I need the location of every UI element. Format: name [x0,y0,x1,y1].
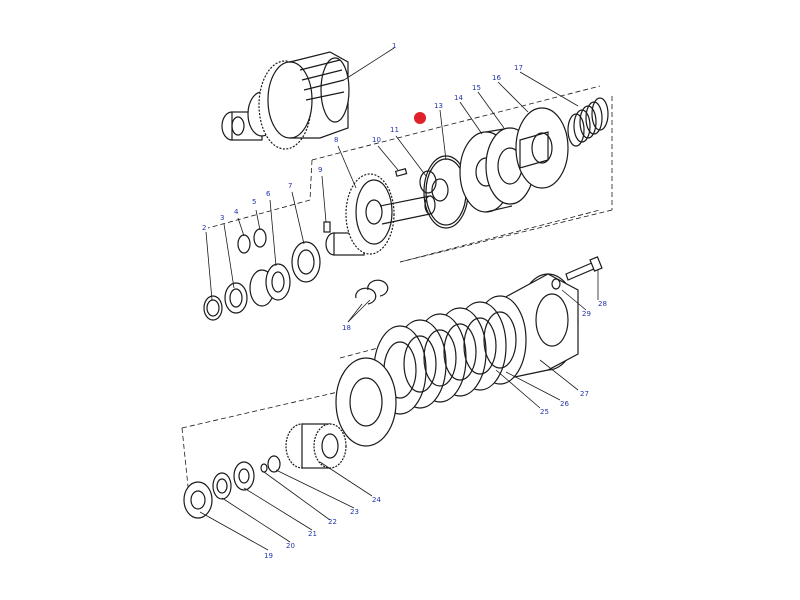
label-part-2: 2 [202,224,206,232]
part-4-ring [237,234,251,254]
part-23-disc [267,455,281,473]
part-20-washer [212,472,232,500]
label-part-29: 29 [582,310,591,318]
label-part-22: 22 [328,518,337,526]
part-28-bolt [565,256,603,281]
label-part-4: 4 [234,208,239,216]
highlight-marker [414,112,426,124]
part-7-bearing [291,241,321,283]
label-part-1: 1 [392,42,396,50]
label-part-6: 6 [266,190,271,198]
label-part-10: 10 [372,136,381,144]
part-21-bearing [233,461,255,491]
part-8-gear-shaft [325,173,436,256]
label-part-14: 14 [454,94,463,102]
part-17-spring [567,97,609,147]
part-10-key [394,168,408,177]
part-labels: 1 2 3 4 5 6 7 8 9 10 11 13 14 15 16 17 1… [202,42,607,560]
label-part-15: 15 [472,84,481,92]
part-9-pin [323,221,331,233]
label-part-21: 21 [308,530,317,538]
label-part-8: 8 [334,136,338,144]
leader-lines [199,47,599,551]
part-1-gear-assembly [221,51,350,150]
part-24-splined-hub [285,423,347,469]
label-part-19: 19 [264,552,273,560]
label-part-28: 28 [598,300,607,308]
part-22-pin [260,463,268,473]
label-part-11: 11 [390,126,399,134]
part-2-snap-ring [203,295,223,321]
part-18-circlips [355,279,389,305]
label-part-3: 3 [220,214,224,222]
label-part-23: 23 [350,508,359,516]
label-part-27: 27 [580,390,589,398]
part-29-washer [551,278,561,290]
part-6-bearing [249,263,291,307]
part-3-washer [224,282,248,314]
part-16-plate [515,107,569,189]
label-part-17: 17 [514,64,523,72]
pressure-plate [335,357,397,447]
label-part-9: 9 [318,166,322,174]
part-25-clutch-discs [373,295,527,415]
label-part-26: 26 [560,400,569,408]
label-part-20: 20 [286,542,295,550]
label-part-25: 25 [540,408,549,416]
label-part-5: 5 [252,198,256,206]
part-19-end-cap [183,481,213,519]
label-part-13: 13 [434,102,443,110]
part-5-ring [253,228,267,248]
label-part-7: 7 [288,182,292,190]
label-part-24: 24 [372,496,381,504]
label-part-16: 16 [492,74,501,82]
label-part-18: 18 [342,324,351,332]
